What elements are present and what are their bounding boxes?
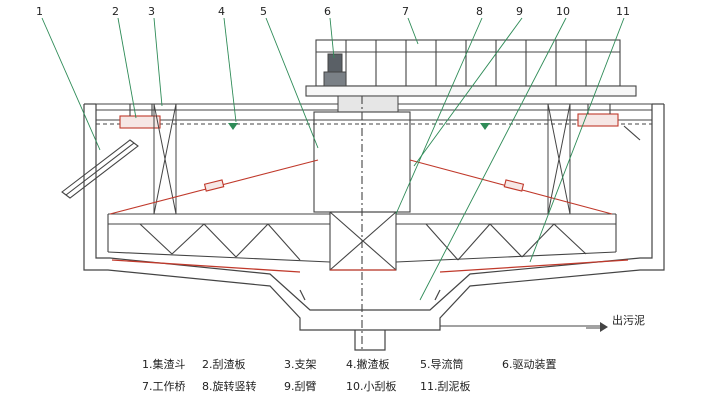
legend-item-7: 7.工作桥 bbox=[142, 380, 186, 393]
tank-structure bbox=[83, 103, 665, 351]
right-scum-board bbox=[577, 104, 641, 141]
outlet-label: 出污泥 bbox=[612, 313, 645, 327]
drive-unit bbox=[323, 53, 399, 113]
callout-3: 3 bbox=[148, 5, 155, 18]
callout-7: 7 bbox=[402, 5, 409, 18]
legend-item-8: 8.旋转竖转 bbox=[202, 379, 257, 393]
outlet-arrow-icon bbox=[600, 322, 608, 332]
callout-6: 6 bbox=[324, 5, 331, 18]
callout-2: 2 bbox=[112, 5, 119, 18]
water-level bbox=[96, 119, 652, 130]
legend-item-1: 1.集渣斗 bbox=[142, 357, 186, 371]
legend: 1.集渣斗 2.刮渣板 3.支架 4.撇渣板 5.导流筒 6.驱动装置 7.工作… bbox=[142, 357, 557, 393]
callout-4: 4 bbox=[218, 5, 225, 18]
callout-11: 11 bbox=[616, 5, 630, 18]
legend-item-10: 10.小刮板 bbox=[346, 379, 397, 393]
legend-item-11: 11.刮泥板 bbox=[420, 379, 471, 393]
callout-9: 9 bbox=[516, 5, 523, 18]
scraper-blades bbox=[111, 259, 629, 273]
legend-item-3: 3.支架 bbox=[284, 358, 317, 371]
support-frames bbox=[96, 103, 652, 215]
callout-leaders bbox=[41, 17, 625, 301]
center-column bbox=[313, 96, 411, 350]
scum-hopper bbox=[61, 104, 161, 199]
legend-item-9: 9.刮臂 bbox=[284, 379, 317, 393]
callout-numbers: 1 2 3 4 5 6 7 8 9 10 11 bbox=[36, 5, 630, 18]
callout-5: 5 bbox=[260, 5, 267, 18]
legend-item-4: 4.撇渣板 bbox=[346, 357, 390, 371]
legend-item-6: 6.驱动装置 bbox=[502, 358, 557, 371]
callout-1: 1 bbox=[36, 5, 43, 18]
rotating-arms bbox=[107, 213, 617, 263]
callout-10: 10 bbox=[556, 5, 570, 18]
callout-8: 8 bbox=[476, 5, 483, 18]
water-level-marker-left bbox=[228, 123, 238, 130]
legend-item-2: 2.刮渣板 bbox=[202, 357, 246, 371]
tie-rods bbox=[109, 159, 613, 215]
bridge-truss bbox=[305, 39, 637, 97]
sludge-outlet: 出污泥 bbox=[440, 313, 645, 332]
water-level-marker-right bbox=[480, 123, 490, 130]
legend-item-5: 5.导流筒 bbox=[420, 357, 464, 371]
